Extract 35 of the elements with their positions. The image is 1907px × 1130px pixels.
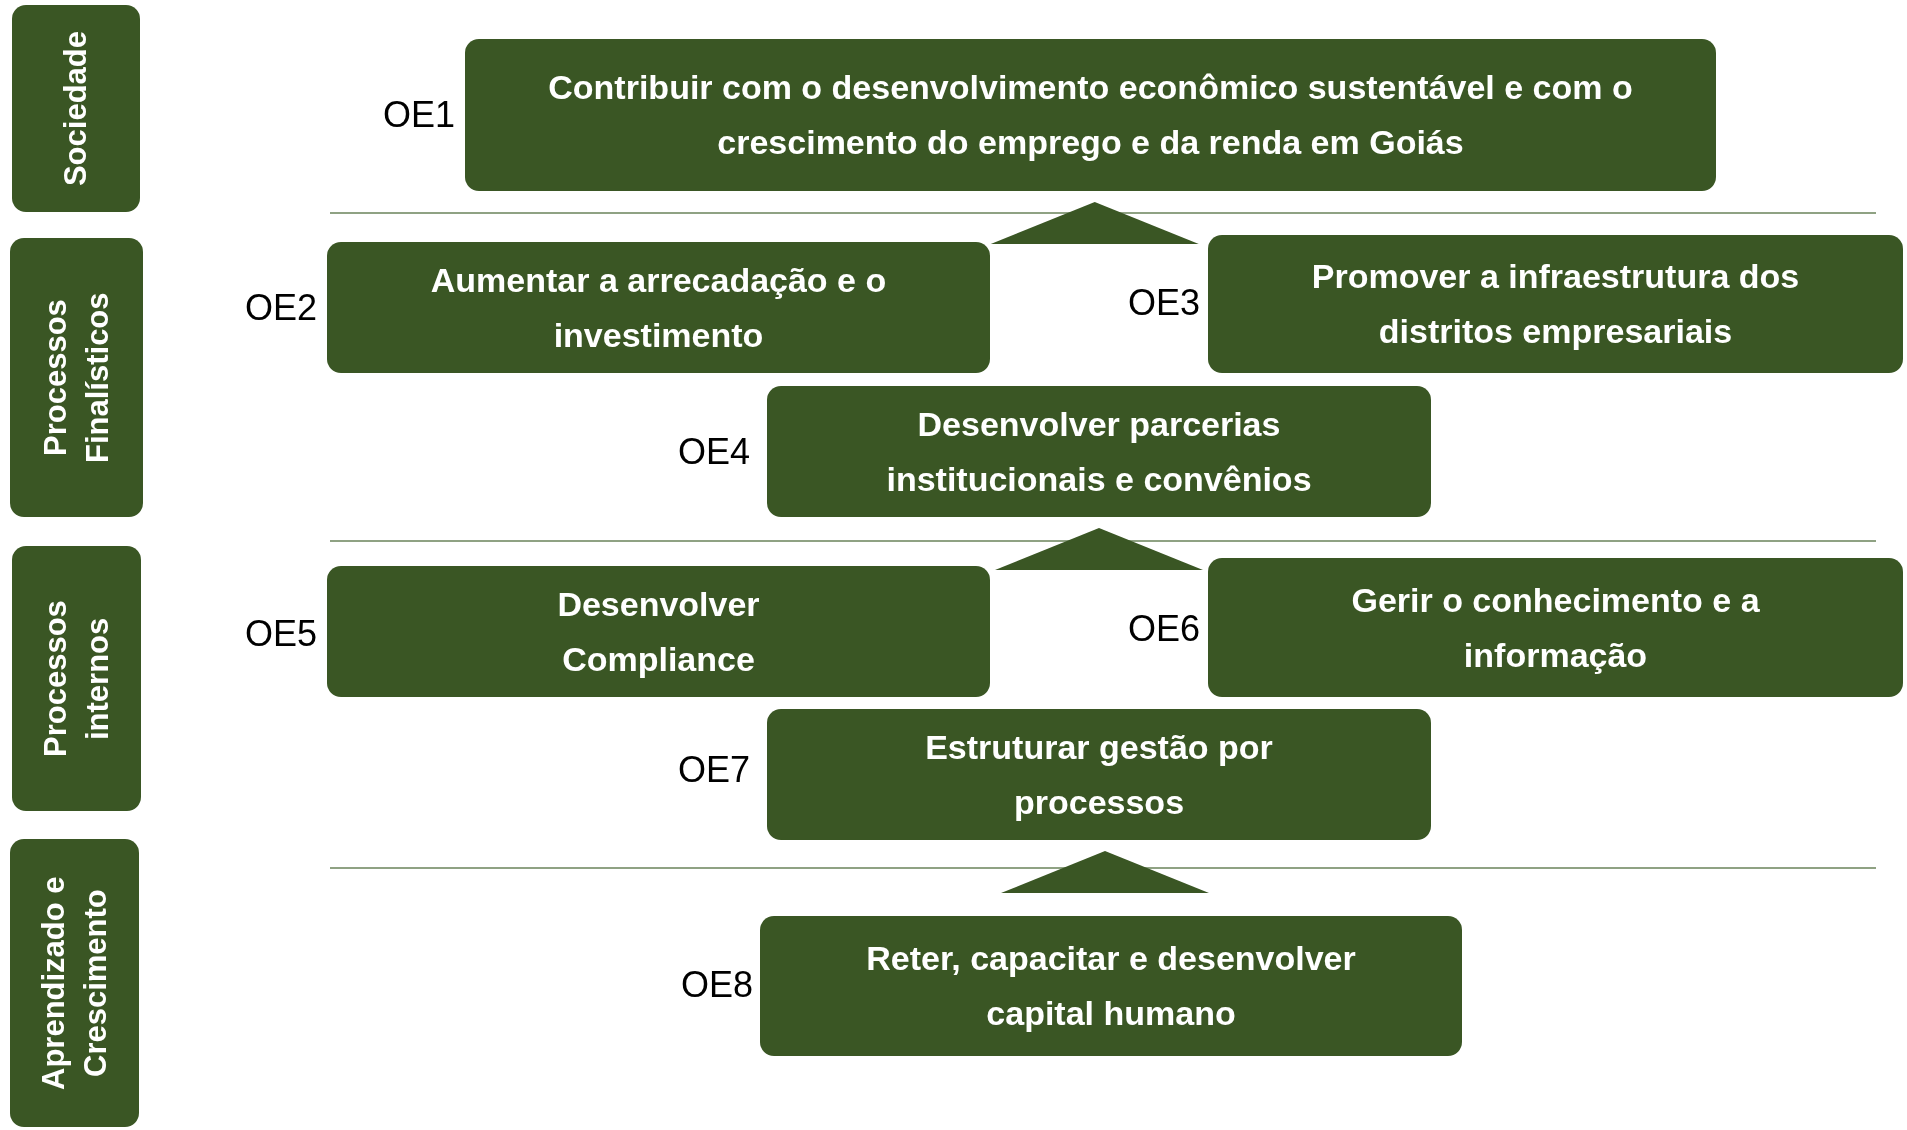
objective-box bbox=[760, 916, 1462, 1056]
chevron-arrow bbox=[990, 202, 1199, 244]
objective-code: OE5 bbox=[243, 612, 317, 656]
objective-text: Contribuir com o desenvolvimento econômico sustentável e com o crescimento do emprego e da renda em Goiás bbox=[547, 67, 1634, 163]
objective-box bbox=[327, 566, 990, 697]
objective-code: OE4 bbox=[676, 430, 750, 474]
objective-text: Gerir o conhecimento e a informação bbox=[1350, 579, 1761, 676]
chevron-arrow bbox=[995, 528, 1203, 570]
perspective-band bbox=[12, 546, 141, 811]
objective-text: Aumentar a arrecadação e o investimento bbox=[429, 259, 888, 356]
band-title: Sociedade bbox=[57, 30, 94, 187]
objective-box bbox=[767, 386, 1431, 517]
band-title: Aprendizado e Crescimento bbox=[34, 875, 114, 1092]
chevron-arrow bbox=[1001, 851, 1209, 893]
objective-text: Desenvolver Compliance bbox=[556, 583, 761, 680]
band-title: Processos internos bbox=[36, 599, 116, 759]
objective-box bbox=[1208, 558, 1903, 697]
objective-code: OE8 bbox=[679, 963, 753, 1007]
objective-text: Reter, capacitar e desenvolver capital humano bbox=[865, 938, 1357, 1034]
objective-box bbox=[465, 39, 1716, 191]
objective-code: OE7 bbox=[676, 748, 750, 792]
perspective-band bbox=[10, 238, 143, 517]
perspective-band bbox=[10, 839, 139, 1127]
objective-text: Desenvolver parcerias institucionais e convênios bbox=[885, 403, 1313, 500]
objective-code: OE2 bbox=[243, 286, 317, 330]
objective-code: OE1 bbox=[381, 93, 455, 137]
objective-box bbox=[327, 242, 990, 373]
objective-code: OE6 bbox=[1126, 607, 1200, 651]
objective-code: OE3 bbox=[1126, 281, 1200, 325]
objective-text: Promover a infraestrutura dos distritos empresariais bbox=[1310, 256, 1801, 352]
objective-box bbox=[1208, 235, 1903, 373]
band-title: Processos Finalísticos bbox=[36, 291, 116, 465]
objective-box bbox=[767, 709, 1431, 840]
perspective-band bbox=[12, 5, 140, 212]
objective-text: Estruturar gestão por processos bbox=[924, 726, 1274, 823]
